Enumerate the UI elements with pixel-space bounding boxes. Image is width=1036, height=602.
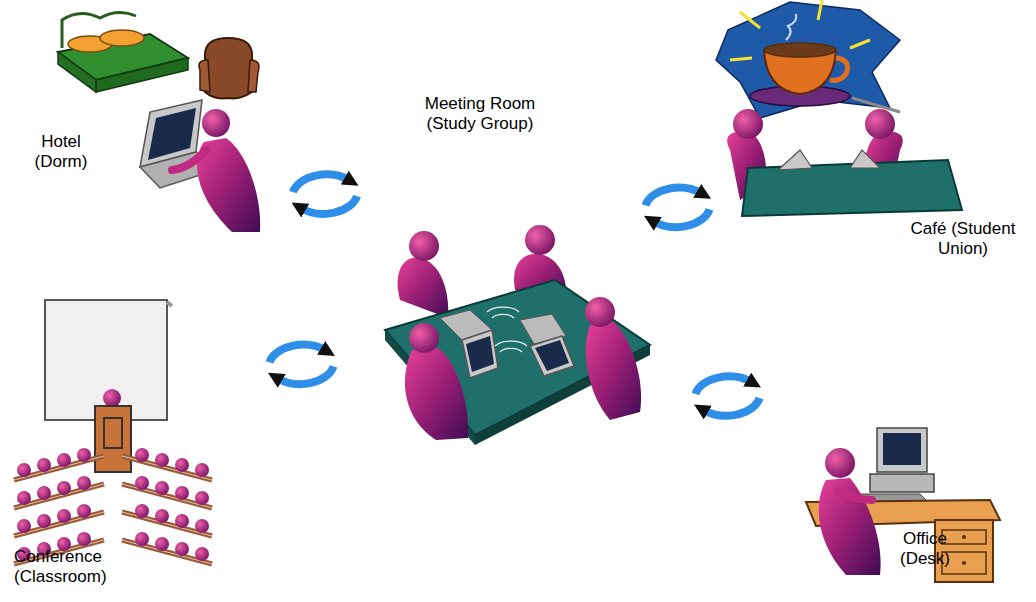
location-node: Conference (Classroom) (8, 295, 218, 600)
location-label: Conference (Classroom) (14, 547, 132, 587)
location-node: Office (Desk) (800, 425, 1000, 580)
cycle-arrow-arc (704, 398, 760, 416)
cycle-arrow-arc (646, 188, 702, 206)
location-node: Hotel (Dorm) (20, 20, 265, 230)
location-label: Hotel (Dorm) (25, 132, 97, 172)
meeting-illustration (385, 225, 650, 445)
cycle-arrow-arc (696, 376, 752, 394)
location-label: Café (Student Union) (892, 219, 1034, 259)
cycle-arrow-arc (301, 196, 357, 214)
cycle-arrow-connector (218, 328, 385, 402)
cycle-arrow-connector (265, 171, 385, 216)
hotel-illustration (58, 12, 260, 232)
cycle-arrow-arc (654, 209, 710, 227)
cycle-arrow-arc (293, 175, 349, 193)
location-node: Café (Student Union) (700, 0, 1036, 268)
cafe-illustration (716, 0, 962, 216)
office-illustration (806, 428, 1000, 582)
location-node: Meeting Room (Study Group) (385, 92, 655, 444)
conference-illustration (14, 300, 212, 564)
cycle-arrow-connector (655, 351, 800, 440)
location-label: Meeting Room (Study Group) (403, 94, 557, 134)
cycle-arrow-arc (278, 366, 334, 384)
cycle-arrow-arc (270, 345, 326, 363)
cycle-arrow-connector (646, 188, 710, 227)
location-label: Office (Desk) (892, 529, 958, 569)
